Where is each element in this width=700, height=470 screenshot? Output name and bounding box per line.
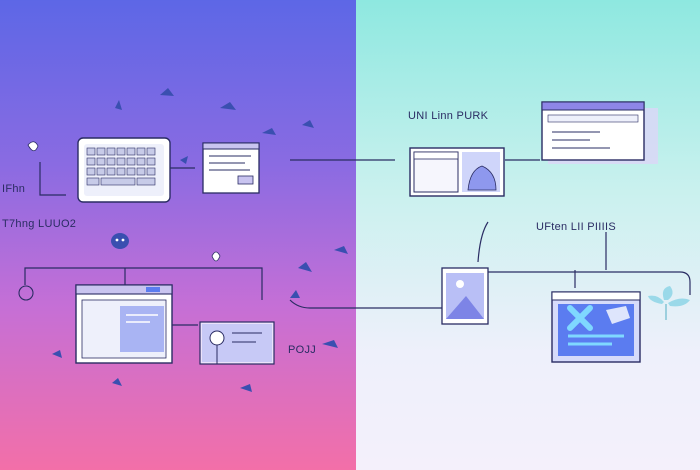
connector-line (477, 221, 489, 263)
connector-lines (24, 159, 691, 326)
id-card-icon (199, 321, 275, 365)
webpage-card-icon (541, 101, 658, 164)
keyboard-icon (77, 137, 171, 203)
connector-line (488, 271, 691, 295)
image-window-icon (441, 267, 489, 325)
bird-icon (52, 88, 348, 392)
folder-image-icon (409, 147, 505, 197)
top-right-heading: UNI Linn PURK (408, 110, 489, 122)
close-window-icon (551, 291, 641, 363)
mid-right-heading: UFten LII PIIIIS (536, 221, 616, 233)
leaf-icon (648, 286, 690, 320)
left-gradient-panel (0, 0, 356, 470)
browser-window-icon (75, 284, 173, 364)
connector-line (24, 267, 263, 300)
left-label-1: IFhn (2, 183, 26, 195)
document-window-icon (202, 142, 260, 194)
connector-line (39, 162, 66, 196)
bottom-label: POJJ (288, 344, 317, 356)
left-label-2: T7hng LUUO2 (2, 218, 77, 230)
character-icon (18, 141, 221, 301)
right-gradient-panel (356, 0, 700, 470)
connector-line (289, 299, 442, 309)
